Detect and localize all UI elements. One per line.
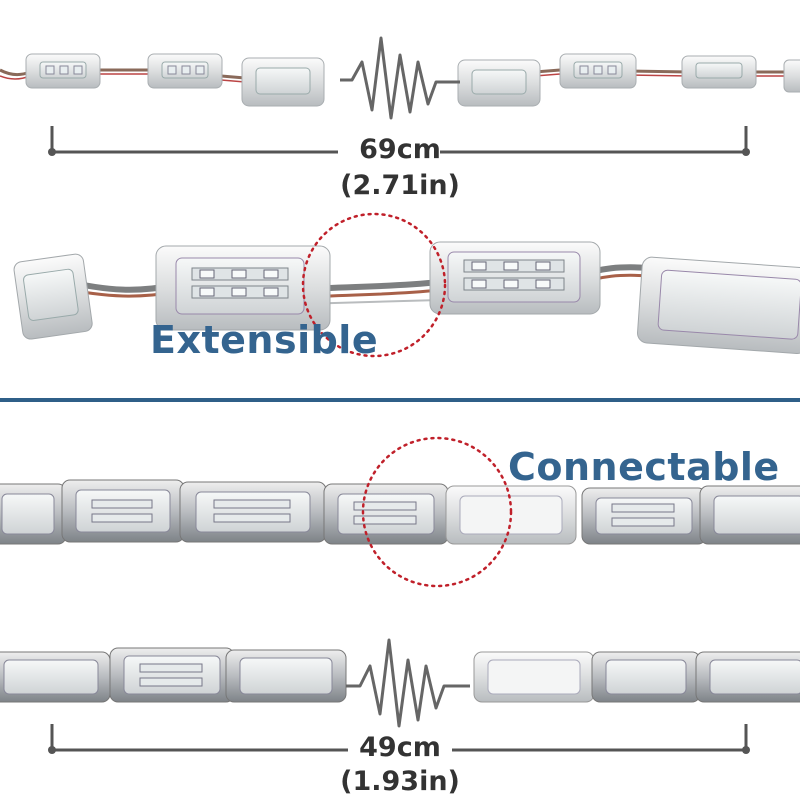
highlight-circle: [361, 436, 513, 588]
top-length-cm: 69cm: [359, 134, 441, 165]
break-zigzag: [340, 36, 460, 120]
highlight-circle: [301, 212, 447, 358]
bottom-led-strip: [0, 647, 800, 703]
connectable-strip: [0, 479, 800, 545]
connectable-label: Connectable: [508, 445, 780, 489]
top-length-in: (2.71in): [340, 170, 460, 201]
section-divider: [0, 398, 800, 402]
led-module: [241, 57, 325, 107]
bottom-length-cm: 49cm: [359, 732, 441, 763]
top-led-strip: [0, 53, 800, 107]
bottom-dimension-line: [48, 724, 750, 754]
led-module: [147, 53, 223, 89]
led-module: [559, 53, 637, 89]
top-dimension-line: [48, 126, 750, 156]
extensible-closeup: [13, 241, 800, 354]
extensible-label: Extensible: [150, 318, 379, 362]
break-zigzag: [346, 638, 470, 728]
led-module: [457, 59, 541, 107]
led-module: [25, 53, 101, 89]
led-module: [681, 55, 757, 89]
bottom-length-in: (1.93in): [340, 766, 460, 797]
